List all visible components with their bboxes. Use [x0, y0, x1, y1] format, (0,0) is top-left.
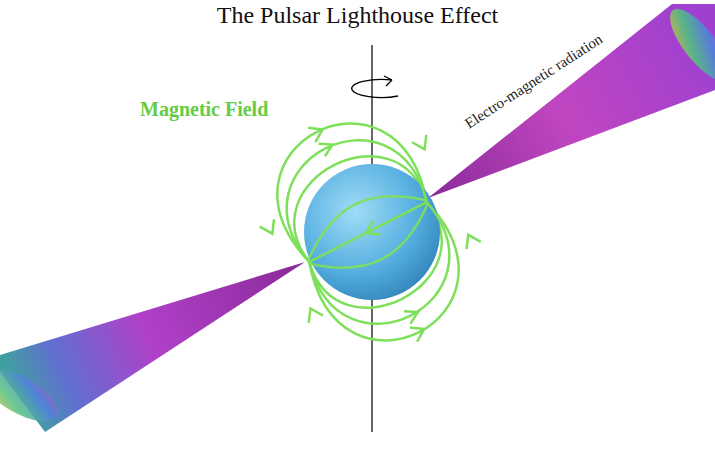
field-label: Magnetic Field	[140, 98, 268, 121]
magnetic-field-lines	[230, 81, 508, 381]
radiation-beam	[0, 262, 305, 432]
magnetic-field-lines	[253, 99, 483, 365]
rotation-arrow	[352, 76, 398, 97]
radiation-beam	[428, 0, 715, 198]
diagram-title: The Pulsar Lighthouse Effect	[0, 2, 715, 29]
